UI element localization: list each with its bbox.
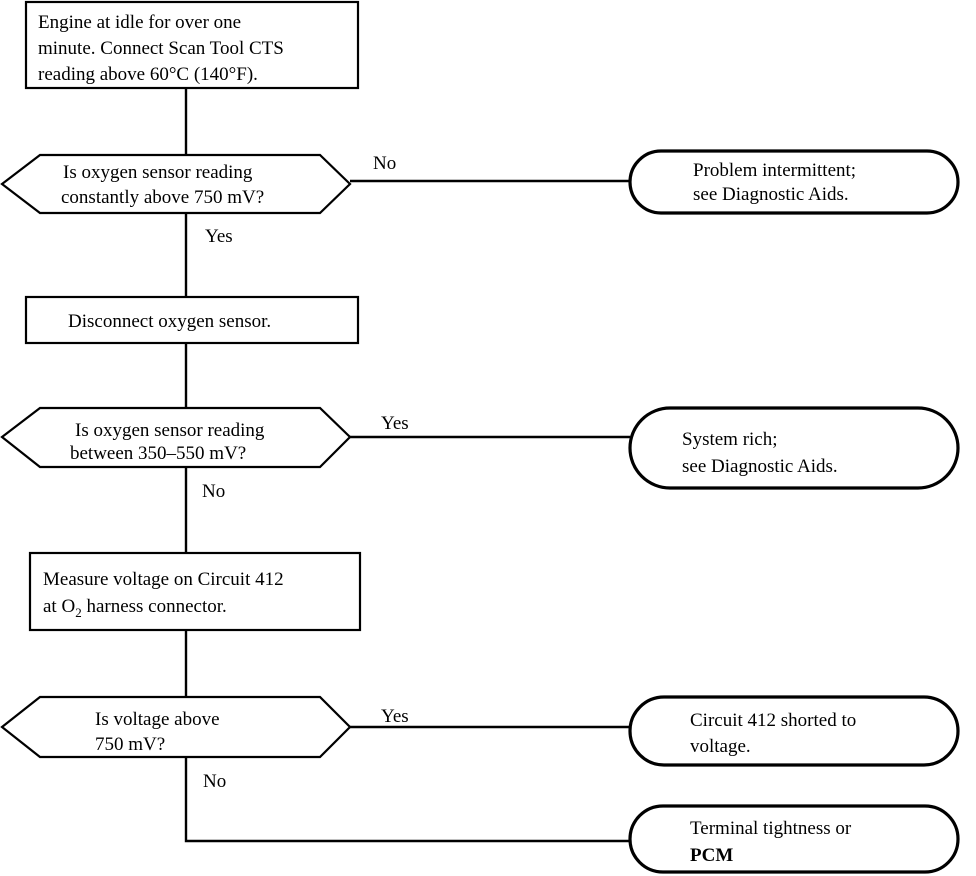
decision1-yes-label: Yes [205, 226, 233, 247]
decision1-text-line2: constantly above 750 mV? [61, 187, 264, 208]
decision1-hexagon [0, 153, 352, 215]
decision2-yes-label: Yes [381, 413, 409, 434]
result2-text-line2: see Diagnostic Aids. [682, 456, 838, 477]
decision3-no-label: No [203, 771, 226, 792]
decision1-no-label: No [373, 153, 396, 174]
result2-terminal [628, 406, 960, 490]
step1-box [24, 0, 360, 90]
result4-terminal [628, 804, 960, 874]
decision1-text-line1: Is oxygen sensor reading [63, 162, 253, 183]
connector-decision3-no-to-result4 [184, 757, 630, 843]
step1-text-line2: minute. Connect Scan Tool CTS [38, 38, 284, 59]
step1-text-line1: Engine at idle for over one [38, 12, 241, 33]
result4-text-line1: Terminal tightness or [690, 818, 852, 839]
step2-box [24, 295, 360, 345]
result2-text-line1: System rich; [682, 429, 778, 450]
result4-text-line2: PCM [690, 845, 733, 866]
step3-box [28, 551, 362, 632]
decision2-text-line2: between 350–550 mV? [70, 443, 246, 464]
result3-text-line1: Circuit 412 shorted to [690, 710, 856, 731]
result3-terminal [628, 695, 960, 767]
result1-text-line1: Problem intermittent; [693, 160, 856, 181]
decision3-text-line2: 750 mV? [95, 734, 165, 755]
decision2-text-line1: Is oxygen sensor reading [75, 420, 265, 441]
decision3-yes-label: Yes [381, 706, 409, 727]
step3-text-line1: Measure voltage on Circuit 412 [43, 569, 284, 590]
result1-text-line2: see Diagnostic Aids. [693, 184, 849, 205]
step1-text-line3: reading above 60°C (140°F). [38, 64, 258, 85]
decision3-hexagon [0, 695, 352, 759]
decision3-text-line1: Is voltage above [95, 709, 220, 730]
decision2-hexagon [0, 406, 352, 469]
result3-text-line2: voltage. [690, 736, 751, 757]
step2-text-line1: Disconnect oxygen sensor. [68, 311, 271, 332]
decision2-no-label: No [202, 481, 225, 502]
step3-text-line2: at O2 harness connector. [43, 596, 227, 620]
result1-terminal [628, 149, 960, 215]
